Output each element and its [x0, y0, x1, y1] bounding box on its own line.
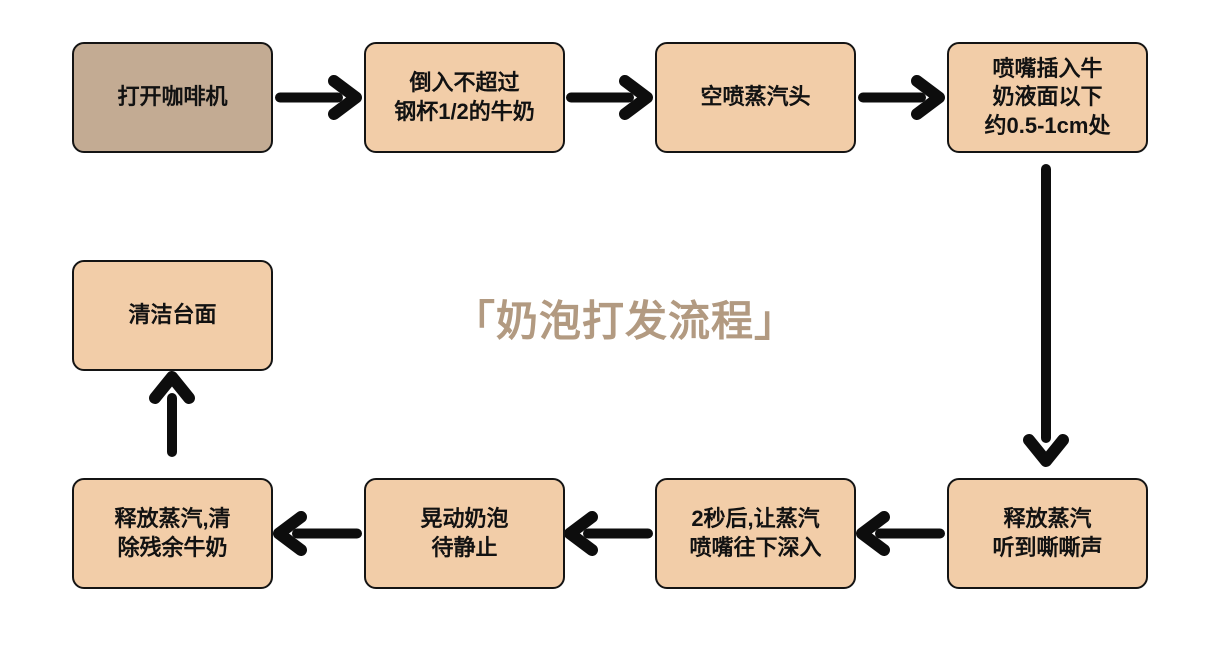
- step-box-clean-counter: 清洁台面: [72, 260, 273, 371]
- diagram-title: 「奶泡打发流程」: [452, 297, 798, 345]
- arrow-step2-to-step3: [566, 75, 653, 120]
- arrow-step1-to-step2: [275, 75, 362, 120]
- arrow-step5-to-step6: [856, 511, 945, 556]
- step-box-swirl-foam: 晃动奶泡 待静止: [364, 478, 565, 589]
- arrow-step6-to-step7: [564, 511, 653, 556]
- arrow-step4-to-step5: [1023, 164, 1069, 467]
- step-box-purge-residual-milk: 释放蒸汽,清 除残余牛奶: [72, 478, 273, 589]
- arrow-step3-to-step4: [858, 75, 945, 120]
- step-box-open-machine: 打开咖啡机: [72, 42, 273, 153]
- arrow-step7-to-step8: [273, 511, 362, 556]
- step-box-insert-nozzle: 喷嘴插入牛 奶液面以下 约0.5-1cm处: [947, 42, 1148, 153]
- step-box-deepen-nozzle: 2秒后,让蒸汽 喷嘴往下深入: [655, 478, 856, 589]
- arrow-step8-to-step9: [149, 371, 195, 457]
- step-box-release-steam-hiss: 释放蒸汽 听到嘶嘶声: [947, 478, 1148, 589]
- step-box-purge-steam-wand: 空喷蒸汽头: [655, 42, 856, 153]
- step-box-pour-milk: 倒入不超过 钢杯1/2的牛奶: [364, 42, 565, 153]
